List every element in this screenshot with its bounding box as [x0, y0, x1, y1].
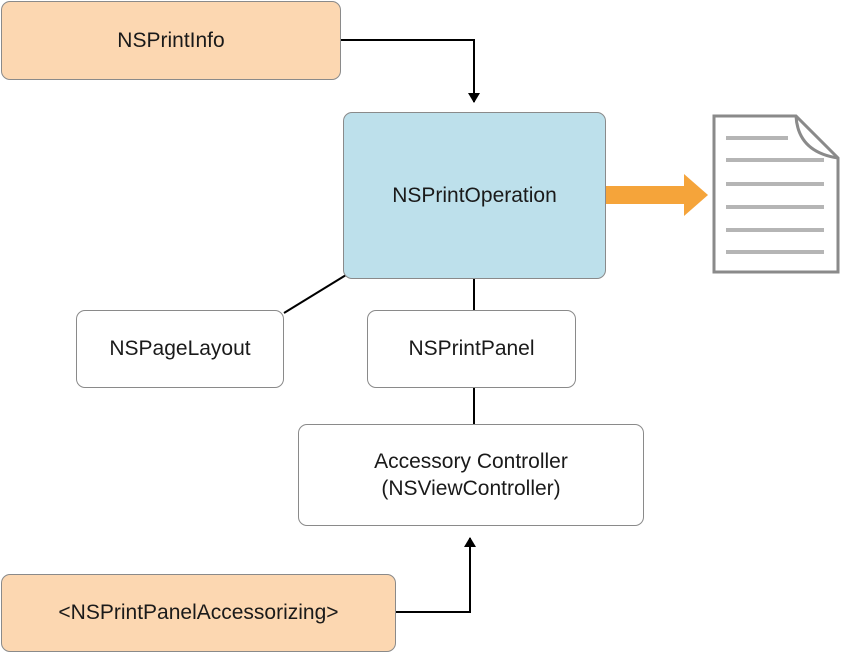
document-icon [712, 114, 840, 274]
node-label: NSPrintInfo [117, 28, 225, 52]
node-nspagelayout: NSPageLayout [76, 310, 284, 388]
connector-operation-to-pagelayout [283, 274, 347, 314]
node-label-line2: (NSViewController) [381, 477, 561, 500]
node-label: NSPrintPanel [408, 337, 535, 361]
node-label-line1: Accessory Controller [374, 449, 568, 473]
connector-protocol-to-accessory [396, 537, 476, 613]
node-label: NSPrintOperation [392, 183, 557, 207]
node-accessory-controller: Accessory Controller (NSViewController) [298, 424, 644, 526]
node-nsprintinfo: NSPrintInfo [1, 1, 341, 80]
node-nsprintpanel: NSPrintPanel [367, 310, 576, 388]
node-label: NSPageLayout [109, 337, 251, 361]
node-nsprintoperation: NSPrintOperation [343, 112, 606, 279]
node-accessorizing-protocol: <NSPrintPanelAccessorizing> [1, 574, 396, 652]
output-arrow [606, 174, 708, 216]
node-label: <NSPrintPanelAccessorizing> [58, 601, 339, 625]
connector-printinfo-to-operation [341, 39, 480, 103]
